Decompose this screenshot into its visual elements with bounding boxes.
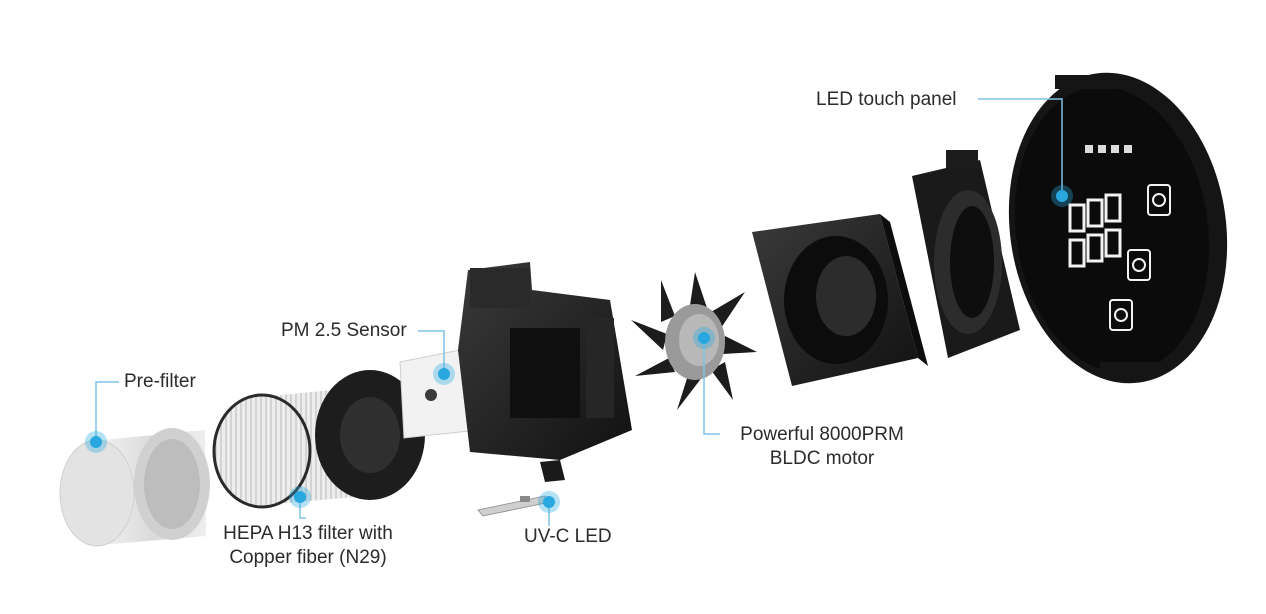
- bracket-ring-part: [912, 150, 1020, 358]
- housing-frame-part: [458, 262, 632, 482]
- leader-line-hepa: [299, 497, 306, 519]
- leader-line-pm-sensor: [418, 330, 445, 374]
- leader-line-led-panel: [978, 98, 1063, 196]
- callout-dots: [85, 185, 1073, 513]
- label-motor-line2: BLDC motor: [769, 448, 875, 469]
- label-pre-filter: Pre-filter: [124, 371, 196, 392]
- label-uvc-led: UV-C LED: [524, 526, 612, 547]
- pre-filter-part: [59, 428, 210, 547]
- label-led-panel: LED touch panel: [816, 89, 957, 110]
- leader-lines: [95, 98, 1063, 526]
- bldc-motor-frame-part: [752, 214, 928, 386]
- leader-line-pre-filter: [95, 381, 119, 442]
- label-hepa-line1: HEPA H13 filter with: [223, 523, 393, 544]
- hepa-filter-part: [212, 370, 425, 509]
- label-motor: Powerful 8000PRM BLDC motor: [724, 423, 920, 471]
- label-hepa-filter: HEPA H13 filter with Copper fiber (N29): [208, 522, 408, 570]
- label-hepa-line2: Copper fiber (N29): [229, 547, 387, 568]
- label-motor-line1: Powerful 8000PRM: [740, 424, 904, 445]
- led-touch-panel-part: [1008, 72, 1228, 384]
- label-pm-sensor: PM 2.5 Sensor: [281, 320, 407, 341]
- leader-line-motor: [703, 338, 720, 435]
- fan-impeller-part: [631, 272, 757, 410]
